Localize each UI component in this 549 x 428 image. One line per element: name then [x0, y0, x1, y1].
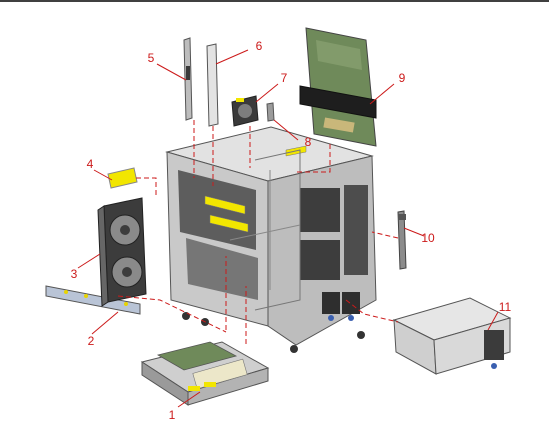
leader-lines	[77, 49, 499, 408]
part-9-system-board	[299, 27, 377, 147]
server-chassis	[165, 126, 377, 353]
callout-11: 11	[499, 300, 512, 314]
callout-9: 9	[399, 71, 406, 85]
callout-7: 7	[281, 71, 288, 85]
callout-4: 4	[87, 157, 94, 171]
part-5-slim-panel	[183, 37, 193, 121]
callout-1: 1	[169, 408, 176, 422]
part-7-small-fan	[231, 95, 259, 127]
part-10-card-bracket	[397, 210, 407, 270]
callout-numbers: 1 2 3 4 5 6 7 8 9 10 11	[71, 39, 512, 422]
callout-6: 6	[256, 39, 263, 53]
part-6-filler-panel	[206, 43, 219, 127]
part-4-yellow-bracket	[107, 167, 138, 189]
part-1-cpu-memory-module	[140, 341, 270, 406]
callout-10: 10	[421, 231, 435, 245]
callout-5: 5	[148, 51, 155, 65]
callout-8: 8	[305, 135, 312, 149]
part-3-fan-tray	[97, 197, 147, 307]
part-8-bracket	[266, 102, 275, 122]
assembly-guide-lines	[117, 120, 399, 344]
part-11-power-supply	[392, 297, 512, 375]
callout-2: 2	[88, 334, 95, 348]
callout-3: 3	[71, 267, 78, 281]
